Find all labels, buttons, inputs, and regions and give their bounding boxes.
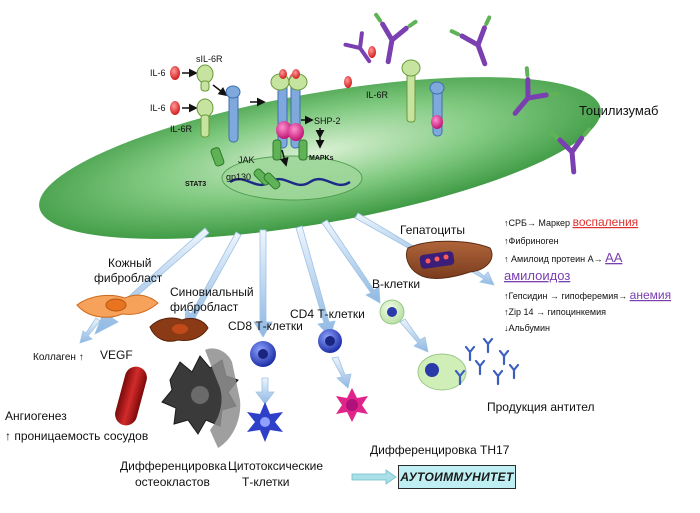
label-sil6r: sIL-6R	[196, 54, 223, 64]
label-fibrinogen: ↑Фибриноген	[504, 236, 559, 246]
cell-nucleus	[221, 155, 363, 201]
label-osteo-1: Дифференцировка	[120, 459, 227, 473]
arrow-skin-to-collagen	[79, 317, 101, 344]
label-il6r-left: IL-6R	[170, 124, 193, 134]
hepatocyte-liver	[405, 240, 493, 279]
label-il6-top: IL-6	[150, 68, 166, 78]
il6r-membrane-right	[401, 59, 421, 123]
antibody-5	[343, 31, 372, 64]
label-cd4: CD4 Т-клетки	[290, 307, 365, 321]
arrow-cd4-to-th17	[331, 356, 352, 389]
cd8-tcell	[250, 341, 276, 367]
arrow-bcell-to-plasma	[399, 318, 429, 353]
il6-ligand-1	[170, 66, 180, 80]
il6-ligand-free-2	[344, 76, 352, 88]
label-mapks: MAPKs	[309, 155, 334, 162]
label-gp130: gp130	[226, 172, 251, 182]
label-shp2: SHP-2	[314, 116, 341, 126]
label-amyloidosis: амилоидоз	[504, 268, 570, 283]
arrow-to-cd8	[253, 229, 273, 338]
label-il6-bottom: IL-6	[150, 103, 166, 113]
label-cd8: CD8 Т-клетки	[228, 319, 303, 333]
label-skin-fibroblast-2: фибробласт	[94, 271, 163, 285]
label-cytotoxic-2: Т-клетки	[242, 475, 289, 489]
antibody-4	[549, 127, 592, 175]
label-hepatocytes: Гепатоциты	[400, 223, 465, 237]
label-hepcidin: ↑Гепсидин → гипоферемия→ анемия	[504, 288, 671, 302]
label-vegf: VEGF	[100, 348, 133, 362]
arrow-to-gp130	[212, 84, 228, 97]
antibody-1	[374, 12, 418, 65]
label-skin-fibroblast-1: Кожный	[108, 256, 152, 270]
label-il6r-right: IL-6R	[366, 90, 389, 100]
sil6r-receptor	[196, 64, 214, 92]
label-crp: ↑СРБ→ Маркер воспаления	[504, 215, 638, 229]
label-zip14: ↑Zip 14 → гипоцинкемия	[504, 307, 606, 317]
cd4-tcell	[318, 329, 342, 353]
plasma-cell	[417, 353, 467, 391]
il6-ligand-free-3	[368, 46, 376, 58]
receptor-complex	[270, 69, 308, 161]
label-jak: JAK	[238, 155, 255, 165]
label-osteo-2: остеокластов	[135, 475, 210, 489]
label-synovial-2: фибробласт	[170, 300, 239, 314]
stat3-proteins	[210, 147, 281, 190]
th17-cell	[336, 388, 368, 422]
autoimmunity-box: АУТОИММУНИТЕТ	[398, 465, 516, 489]
antibodies-product	[454, 337, 520, 386]
il6r-receptor-membrane	[196, 98, 214, 138]
label-permeability: ↑ проницаемость сосудов	[5, 429, 148, 443]
label-th17: Дифференцировка TH17	[370, 443, 510, 457]
arrow-cd8-to-cytotoxic	[255, 377, 275, 405]
label-albumin: ↓Альбумин	[504, 323, 550, 333]
arrow-to-autoimmunity	[351, 469, 397, 485]
antibody-3	[512, 66, 560, 116]
arrow-to-cd4	[295, 225, 336, 338]
label-stat3: STAT3	[185, 181, 206, 188]
bcell	[379, 299, 405, 325]
label-collagen: Коллаген ↑	[33, 352, 84, 363]
label-cytotoxic-1: Цитотоксические	[228, 459, 323, 473]
gp130-right	[429, 81, 445, 137]
skin-fibroblast-cell	[76, 294, 159, 318]
arrow-stat3-nucleus	[279, 149, 289, 167]
label-antibodies: Продукция антител	[487, 400, 595, 414]
cytotoxic-tcell	[247, 402, 283, 442]
label-tocilizumab: Тоцилизумаб	[579, 103, 659, 118]
antibody-2	[449, 15, 492, 67]
dna-strand	[229, 177, 351, 187]
synovial-fibroblast-cell	[149, 317, 209, 342]
label-angiogenesis: Ангиогенез	[5, 409, 67, 423]
osteoclast-cell	[161, 348, 241, 448]
vegf-vessel	[115, 366, 147, 426]
label-synovial-1: Синовиальный	[170, 285, 254, 299]
label-bcells: В-клетки	[372, 277, 420, 291]
arrow-to-bcells	[321, 219, 381, 304]
il6-ligand-2	[170, 101, 180, 115]
gp130-receptor	[225, 85, 241, 143]
label-amyloid: ↑ Амилоид протеин А→ АА	[504, 250, 623, 265]
